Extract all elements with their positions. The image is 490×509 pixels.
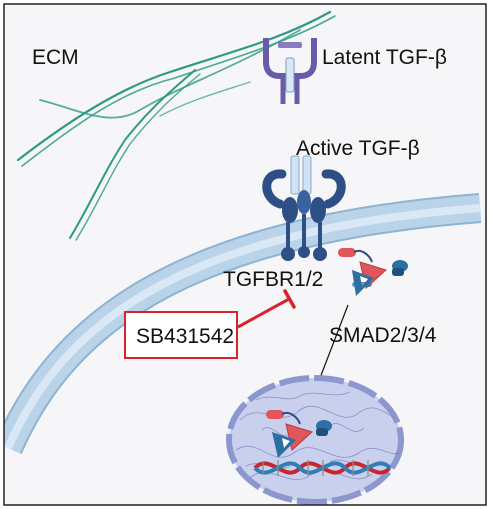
inhibitor-label: SB431542 [136,325,234,348]
dna-helix [253,460,392,476]
nucleus [226,375,404,505]
inhibitor-box [124,311,238,359]
smad-complex-cytoplasm [338,248,408,296]
active-tgf-beta-ligand [290,155,312,195]
active-tgf-beta-label: Active TGF-β [296,137,420,160]
latent-tgf-beta-label: Latent TGF-β [322,46,447,69]
inhibition-mark [237,289,296,329]
latent-tgf-beta-complex [263,38,317,104]
ecm-label: ECM [32,46,79,69]
smad-complex-nucleus [266,410,332,458]
tgf-beta-receptor-complex [262,169,346,261]
cell-membrane [4,193,482,455]
frame-border [3,3,487,506]
smad-label: SMAD2/3/4 [329,324,437,347]
receptor-label: TGFBR1/2 [223,268,323,291]
ecm-fibers [16,10,336,241]
